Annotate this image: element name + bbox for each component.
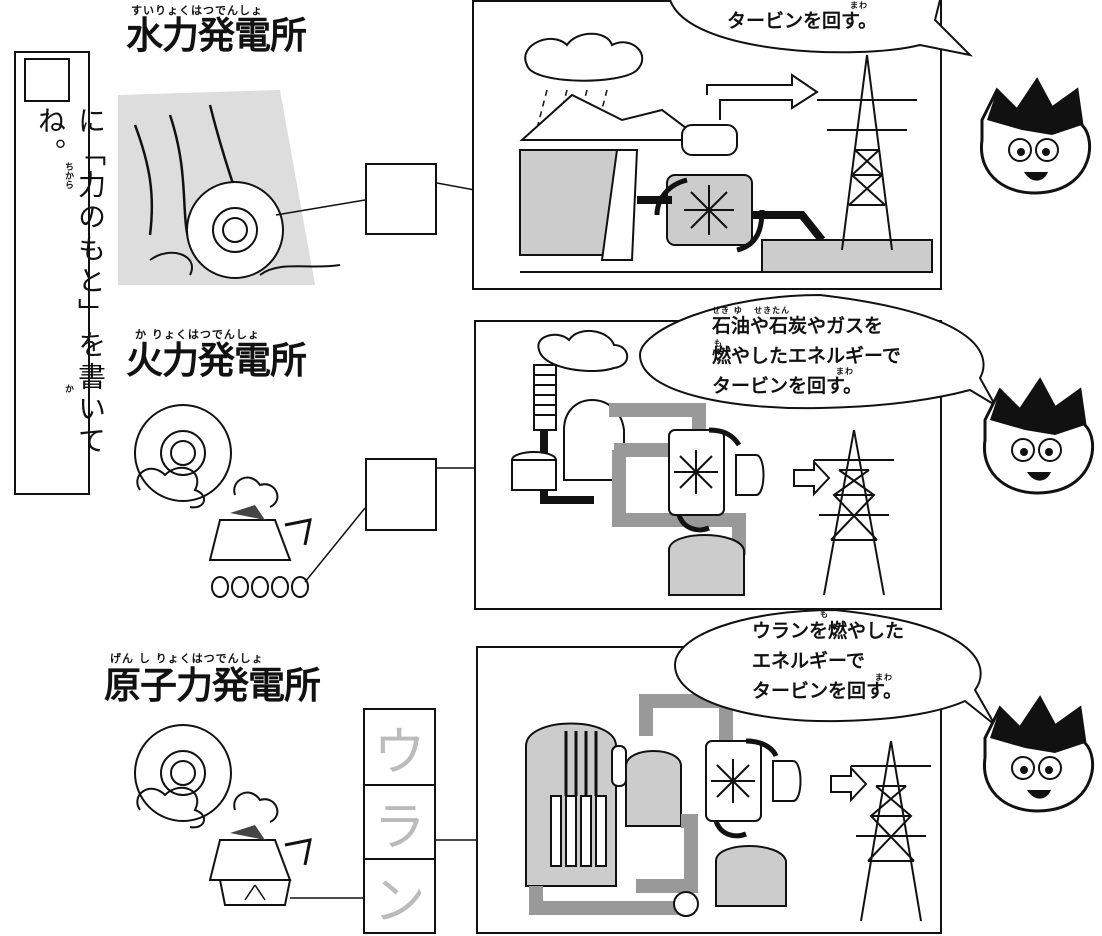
thermal-bubble-ruby-1: せき ゆ せきたん bbox=[712, 306, 791, 315]
instruction-text: に「力のもと」を書いてね。 bbox=[34, 106, 107, 458]
nuclear-bubble-ruby-3: まわ bbox=[875, 673, 893, 682]
nuclear-boy-face bbox=[982, 695, 1094, 813]
thermal-bubble-line-3: タービンを回す。 bbox=[712, 375, 863, 397]
nuclear-title-ruby: げん し りょくはつでんしょ bbox=[110, 652, 264, 665]
nuclear-bubble-ruby-1: も bbox=[820, 610, 829, 619]
instruction-box bbox=[14, 51, 90, 495]
thermal-boy-face bbox=[982, 377, 1094, 495]
hydro-answer-box[interactable] bbox=[365, 163, 437, 235]
hydro-waterwheel-illustration bbox=[118, 90, 341, 285]
thermal-title-ruby: か りょくはつでんしょ bbox=[135, 328, 260, 341]
thermal-plant-diagram bbox=[511, 329, 894, 596]
nuclear-title: 原子力発電所 bbox=[104, 664, 321, 707]
hydro-title: 水力発電所 bbox=[126, 14, 307, 57]
thermal-bubble-line-2: 燃やしたエネルギーで bbox=[712, 345, 901, 367]
thermal-bubble-line-1: 石油や石炭やガスを bbox=[712, 315, 884, 337]
nuclear-answer-cell-1[interactable]: ウ bbox=[363, 708, 436, 786]
thermal-speech-bubble bbox=[638, 293, 998, 410]
instruction-sample-box bbox=[24, 58, 70, 102]
thermal-answer-box[interactable] bbox=[365, 458, 437, 531]
hydro-speech-bubble bbox=[669, 0, 974, 57]
instruction-ruby-chikara: ちから bbox=[63, 162, 73, 189]
nuclear-answer-cell-2[interactable]: ラ bbox=[363, 784, 436, 860]
nuclear-bubble-line-2: エネルギーで bbox=[752, 650, 865, 672]
hydro-bubble-ruby: まわ bbox=[850, 1, 868, 10]
hydro-plant-diagram bbox=[519, 32, 933, 273]
nuclear-kettle-illustration bbox=[134, 724, 312, 906]
nuclear-bubble-line-3: タービンを回す。 bbox=[752, 680, 903, 702]
hydro-bubble-text: タービンを回す。 bbox=[727, 10, 878, 32]
thermal-bubble-ruby-2: も bbox=[714, 339, 723, 348]
hydro-title-ruby: すいりょくはつでんしょ bbox=[131, 4, 263, 17]
thermal-bubble-ruby-3: まわ bbox=[836, 367, 854, 376]
instruction-ruby-ka: か bbox=[63, 384, 73, 393]
hydro-boy-face bbox=[979, 77, 1091, 195]
nuclear-bubble-line-1: ウランを燃やした bbox=[752, 620, 905, 642]
nuclear-plant-diagram bbox=[525, 694, 931, 922]
nuclear-answer-cell-3[interactable]: ン bbox=[363, 858, 436, 934]
thermal-kettle-illustration bbox=[134, 404, 312, 598]
thermal-title: 火力発電所 bbox=[126, 339, 307, 382]
nuclear-speech-bubble bbox=[673, 608, 996, 726]
